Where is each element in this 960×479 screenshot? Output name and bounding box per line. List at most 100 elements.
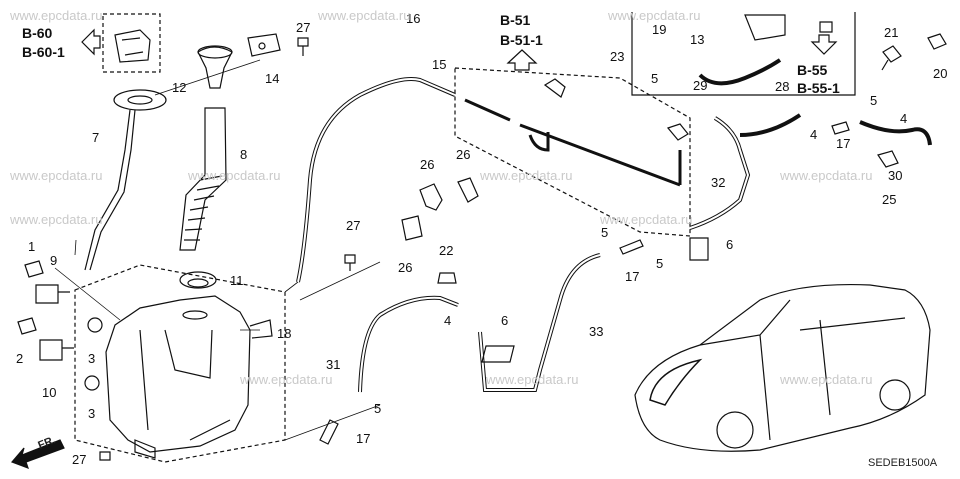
watermark: www.epcdata.ru: [10, 212, 103, 227]
hose-17a: [319, 419, 339, 445]
hose-16: [296, 77, 456, 283]
callout-6b: 6: [726, 237, 734, 252]
watermark: www.epcdata.ru: [188, 168, 281, 183]
callout-5c: 5: [870, 93, 878, 108]
grommet-3a: [87, 317, 103, 333]
callout-5d: 5: [601, 225, 609, 240]
callout-4a: 4: [444, 313, 452, 328]
callout-21: 21: [884, 25, 899, 40]
rear-washer-box: [631, 12, 856, 96]
ref-b55: B-55: [797, 62, 828, 78]
ref-b51-1: B-51-1: [500, 32, 543, 48]
ref-b51: B-51: [500, 12, 531, 28]
callout-14: 14: [265, 71, 280, 86]
callout-26c: 26: [398, 260, 413, 275]
clip-26c: [401, 215, 423, 241]
bolt-27c: [99, 451, 111, 461]
washer-pump-9: [35, 284, 70, 304]
watermark: www.epcdata.ru: [480, 168, 573, 183]
callout-16: 16: [406, 11, 421, 26]
callout-28: 28: [775, 79, 790, 94]
callout-30: 30: [888, 168, 903, 183]
ref-b60-1: B-60-1: [22, 44, 65, 60]
seal-1: [24, 260, 44, 278]
watermark: www.epcdata.ru: [780, 168, 873, 183]
ref-arrow-b60: [81, 28, 101, 56]
watermark: www.epcdata.ru: [600, 212, 693, 227]
callout-33: 33: [589, 324, 604, 339]
level-gauge-rod: [84, 109, 136, 271]
hose-17b: [619, 239, 644, 255]
callout-31: 31: [326, 357, 341, 372]
callout-12: 12: [172, 80, 187, 95]
callout-15: 15: [432, 57, 447, 72]
diagram-code: SEDEB1500A: [868, 457, 938, 469]
callout-11: 11: [230, 273, 244, 288]
car-silhouette: [634, 284, 931, 452]
washer-nozzle-box: [454, 67, 691, 237]
callout-25: 25: [882, 192, 897, 207]
washer-tank: [105, 295, 251, 453]
bracket-detail-box: [102, 13, 161, 73]
callout-5e: 5: [656, 256, 664, 271]
hose-31: [358, 295, 459, 393]
callout-9: 9: [50, 253, 58, 268]
clip-14: [247, 33, 281, 57]
ref-arrow-b51: [506, 49, 538, 71]
hose-17c: [831, 121, 850, 135]
callout-17b: 17: [625, 269, 640, 284]
front-direction-arrow: [10, 439, 65, 470]
callout-27c: 27: [72, 452, 87, 467]
watermark: www.epcdata.ru: [318, 8, 411, 23]
ref-arrow-b55: [810, 34, 838, 55]
nozzle-21: [881, 45, 902, 71]
callout-32: 32: [711, 175, 726, 190]
pipe-32: [689, 116, 751, 230]
nozzle-20: [927, 33, 947, 50]
washer-pump-10: [39, 339, 74, 361]
callout-23: 23: [610, 49, 625, 64]
watermark: www.epcdata.ru: [486, 372, 579, 387]
hose-30: [859, 120, 932, 146]
callout-17c: 17: [836, 136, 851, 151]
callout-29: 29: [693, 78, 708, 93]
callout-27: 27: [296, 20, 311, 35]
grommet-3b: [84, 375, 100, 391]
grommet-11: [179, 271, 217, 289]
ref-b60: B-60: [22, 25, 53, 41]
callout-2: 2: [16, 351, 24, 366]
check-valve-19: [744, 14, 786, 41]
tank-bracket: [249, 319, 273, 339]
callout-8: 8: [240, 147, 248, 162]
callout-5a: 5: [374, 401, 382, 416]
callout-20: 20: [933, 66, 948, 81]
seal-2: [17, 317, 37, 335]
watermark: www.epcdata.ru: [10, 168, 103, 183]
callout-18: 18: [277, 326, 292, 341]
callout-5b: 5: [651, 71, 659, 86]
bolt-27b: [344, 254, 356, 271]
callout-6a: 6: [501, 313, 509, 328]
callout-17a: 17: [356, 431, 371, 446]
watermark: www.epcdata.ru: [240, 372, 333, 387]
clip-26b: [457, 177, 479, 203]
pad-6: [481, 345, 515, 363]
callout-26a: 26: [420, 157, 435, 172]
washer-nozzle: [543, 78, 689, 141]
bracket-part: [114, 29, 151, 63]
callout-4c: 4: [810, 127, 818, 142]
watermark: www.epcdata.ru: [780, 372, 873, 387]
callout-3a: 3: [88, 351, 96, 366]
callout-26b: 26: [456, 147, 471, 162]
filler-neck-hose: [179, 107, 227, 251]
grommet-22: [437, 272, 457, 284]
callout-7: 7: [92, 130, 100, 145]
ref-b55-1: B-55-1: [797, 80, 840, 96]
filler-cap: [113, 89, 167, 111]
callout-10: 10: [42, 385, 57, 400]
clip-26a: [419, 183, 443, 211]
callout-27b: 27: [346, 218, 361, 233]
watermark: www.epcdata.ru: [10, 8, 103, 23]
filler-funnel: [197, 46, 233, 89]
